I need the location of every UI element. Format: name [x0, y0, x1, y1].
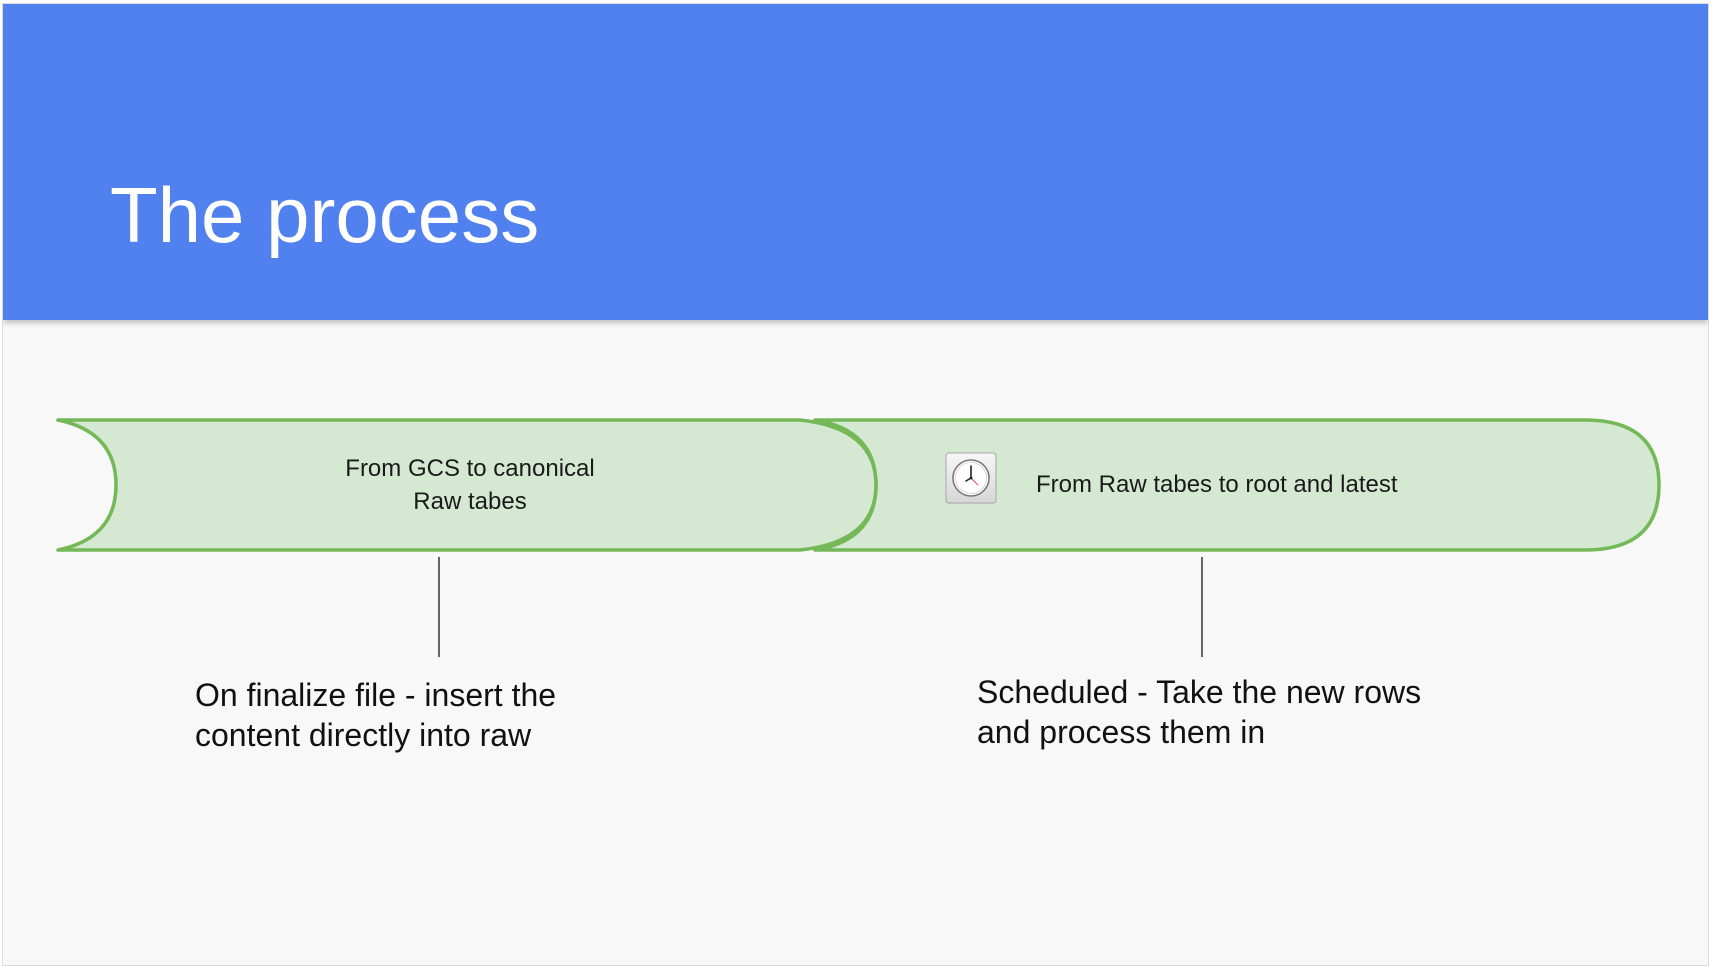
process-step-1-label: From GCS to canonical Raw tabes [300, 452, 640, 518]
slide-title: The process [110, 171, 540, 259]
step-2-note-line-1: Scheduled - Take the new rows [977, 674, 1422, 710]
process-step-1-shape [56, 418, 878, 552]
process-step-2-label-line-1: From Raw tabes to root and latest [1036, 471, 1398, 498]
step-1-note: On finalize file - insert the content di… [195, 675, 556, 755]
step-1-note-line-2: content directly into raw [195, 717, 532, 753]
clock-icon [945, 452, 997, 504]
step-2-note: Scheduled - Take the new rows and proces… [977, 672, 1421, 752]
step-2-note-line-2: and process them in [977, 714, 1266, 750]
process-step-2-label: From Raw tabes to root and latest [1036, 468, 1398, 501]
process-step-1-label-line-1: From GCS to canonical [345, 455, 595, 482]
process-step-1-label-line-2: Raw tabes [413, 488, 527, 515]
step-1-note-line-1: On finalize file - insert the [195, 677, 557, 713]
slide-header [3, 4, 1708, 320]
